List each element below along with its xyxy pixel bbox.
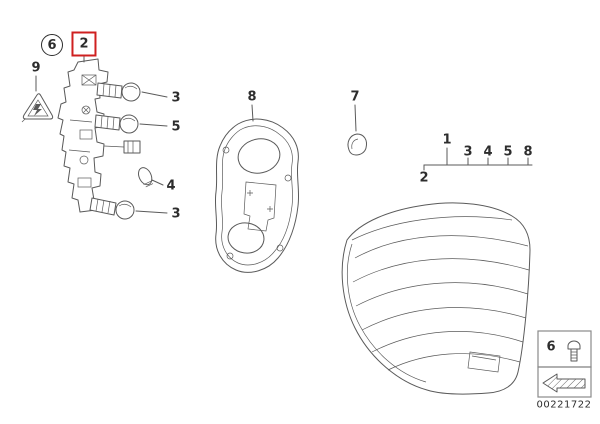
callout-2-selected[interactable]: 2 [71, 31, 97, 57]
callout-1[interactable]: 1 [442, 132, 452, 148]
leader-lines [35, 53, 357, 214]
warning-triangle-icon [21, 93, 54, 123]
callout-4[interactable]: 4 [166, 178, 176, 194]
callout-7[interactable]: 7 [350, 89, 360, 105]
direction-arrow-icon [542, 373, 586, 393]
stud-icon [567, 340, 581, 362]
diagram-number: 00221722 [536, 399, 592, 411]
tree-callout-8[interactable]: 8 [523, 144, 533, 160]
callout-6-circled[interactable]: 6 [41, 34, 63, 56]
tree-callout-3[interactable]: 3 [463, 144, 473, 160]
gasket-drawing [214, 118, 300, 273]
parts-tree [423, 147, 533, 171]
callout-5[interactable]: 5 [171, 119, 181, 135]
tree-callout-4[interactable]: 4 [483, 144, 493, 160]
fastener-box-callout-6[interactable]: 6 [546, 339, 556, 355]
grommet-drawing [347, 133, 367, 156]
bulb-carrier-drawing [57, 58, 154, 220]
tree-callout-5[interactable]: 5 [503, 144, 513, 160]
tree-callout-2[interactable]: 2 [419, 170, 429, 186]
arrow-box [537, 366, 592, 398]
callout-9[interactable]: 9 [31, 60, 41, 76]
callout-3-bottom[interactable]: 3 [171, 206, 181, 222]
callout-3-top[interactable]: 3 [171, 90, 181, 106]
callout-8[interactable]: 8 [247, 89, 257, 105]
tail-lamp-drawing [341, 202, 531, 395]
